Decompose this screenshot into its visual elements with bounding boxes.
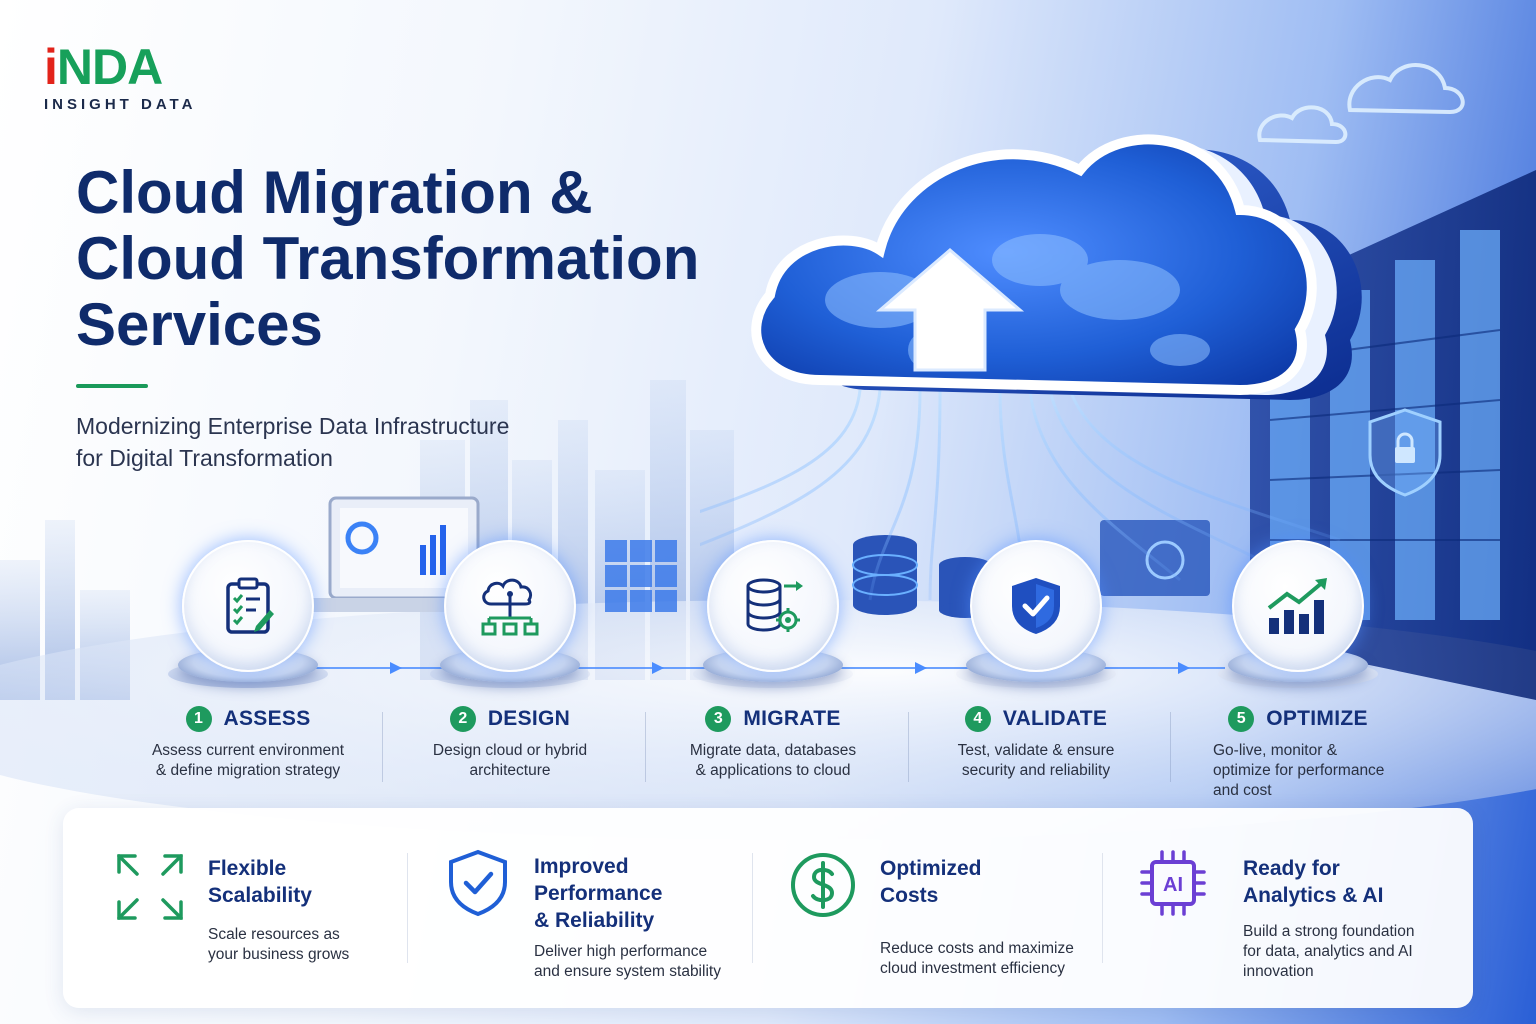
step-heading: 3 MIGRATE: [643, 706, 903, 732]
growth-chart-icon: [1267, 578, 1327, 634]
step-icon-bubble: [182, 540, 314, 672]
step-assess: 1 ASSESS Assess current environment& def…: [118, 540, 378, 800]
step-name: VALIDATE: [1002, 707, 1108, 730]
step-number-badge: 4: [964, 706, 991, 732]
hero-cloud-upload-illustration: [700, 63, 1465, 601]
step-name: ASSESS: [223, 707, 311, 730]
step-heading: 2 DESIGN: [380, 706, 640, 732]
step-description: Assess current environment& define migra…: [151, 742, 345, 779]
ai-chip-icon: AI: [1140, 850, 1206, 916]
step-name: OPTIMIZE: [1266, 707, 1368, 730]
step-icon-bubble: [707, 540, 839, 672]
step-heading: 4 VALIDATE: [906, 706, 1166, 732]
page-subtitle: Modernizing Enterprise Data Infrastructu…: [76, 413, 510, 471]
step-description: Migrate data, databases& applications to…: [689, 742, 857, 779]
step-heading: 5 OPTIMIZE: [1168, 706, 1428, 732]
step-heading: 1 ASSESS: [118, 706, 378, 732]
title-divider: [76, 384, 148, 388]
step-number-badge: 3: [705, 706, 732, 732]
shield-check-icon: [449, 849, 507, 917]
logo-wordmark: iNDA: [44, 39, 163, 95]
step-divider: [645, 712, 646, 782]
step-divider: [382, 712, 383, 782]
cloud-architecture-icon: [481, 578, 539, 636]
dollar-circle-icon: [791, 853, 855, 917]
step-migrate: 3 MIGRATE Migrate data, databases& appli…: [643, 540, 903, 800]
step-name: MIGRATE: [743, 707, 841, 730]
expand-arrows-icon: [117, 854, 183, 920]
step-description: Go-live, monitor &optimize for performan…: [1213, 742, 1385, 799]
step-divider: [1170, 712, 1171, 782]
database-gear-icon: [746, 578, 803, 632]
benefit-divider: [752, 853, 753, 963]
ai-chip-label: AI: [1163, 874, 1183, 896]
step-number-badge: 5: [1228, 706, 1255, 732]
step-icon-bubble: [1232, 540, 1364, 672]
benefit-divider: [407, 853, 408, 963]
clipboard-checklist-icon: [226, 577, 274, 634]
logo-tagline: INSIGHT DATA: [44, 96, 197, 113]
step-number-badge: 2: [449, 706, 476, 732]
step-divider: [908, 712, 909, 782]
page-title: Cloud Migration & Cloud Transformation S…: [76, 159, 700, 358]
benefit-divider: [1102, 853, 1103, 963]
step-icon-bubble: [444, 540, 576, 672]
step-icon-bubble: [970, 540, 1102, 672]
shield-check-icon: [1012, 578, 1060, 634]
step-number-badge: 1: [185, 706, 212, 732]
brand-logo[interactable]: iNDA INSIGHT DATA: [44, 42, 196, 113]
step-name: DESIGN: [487, 707, 571, 730]
step-optimize: 5 OPTIMIZE Go-live, monitor &optimize fo…: [1168, 540, 1428, 800]
